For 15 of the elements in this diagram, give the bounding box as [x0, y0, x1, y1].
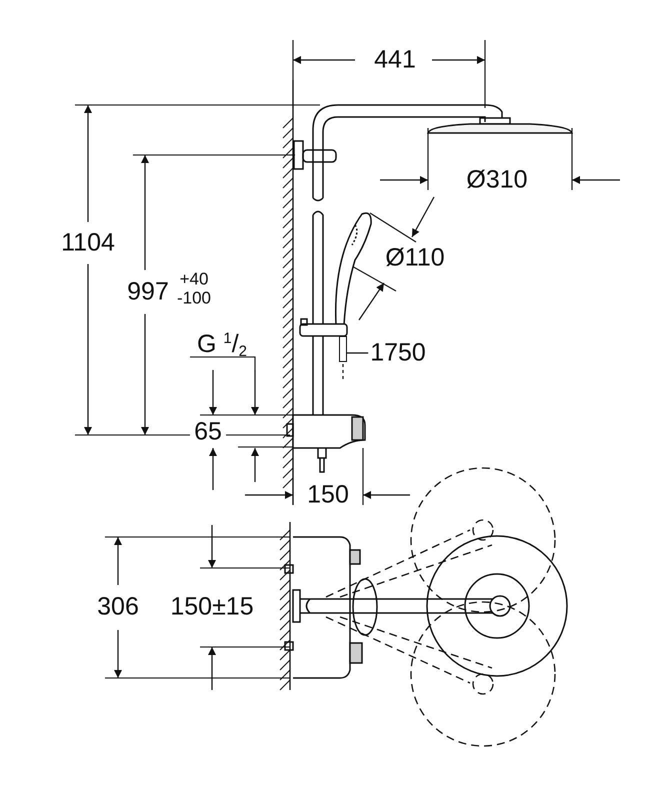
- dimension-label: Ø310: [466, 168, 528, 192]
- leader-text: 1750: [370, 340, 426, 366]
- leader-line: [347, 352, 368, 354]
- dimension-label: -100: [176, 290, 212, 306]
- dimension-label: 997: [127, 280, 169, 304]
- dimension-label: 150±15: [170, 594, 254, 620]
- dimension-label: 150: [307, 482, 349, 508]
- dimension-label: 306: [97, 594, 139, 620]
- hose-connector: [339, 336, 347, 362]
- dimension-label: +40: [180, 270, 208, 288]
- dimension-label: Ø110: [385, 246, 445, 270]
- dimension-label: 65: [194, 420, 222, 444]
- dimension-label: 1104: [61, 230, 115, 256]
- dimension-label: 441: [374, 48, 416, 72]
- dimension-label: G $^{1}$/$_{2}$: [196, 331, 248, 359]
